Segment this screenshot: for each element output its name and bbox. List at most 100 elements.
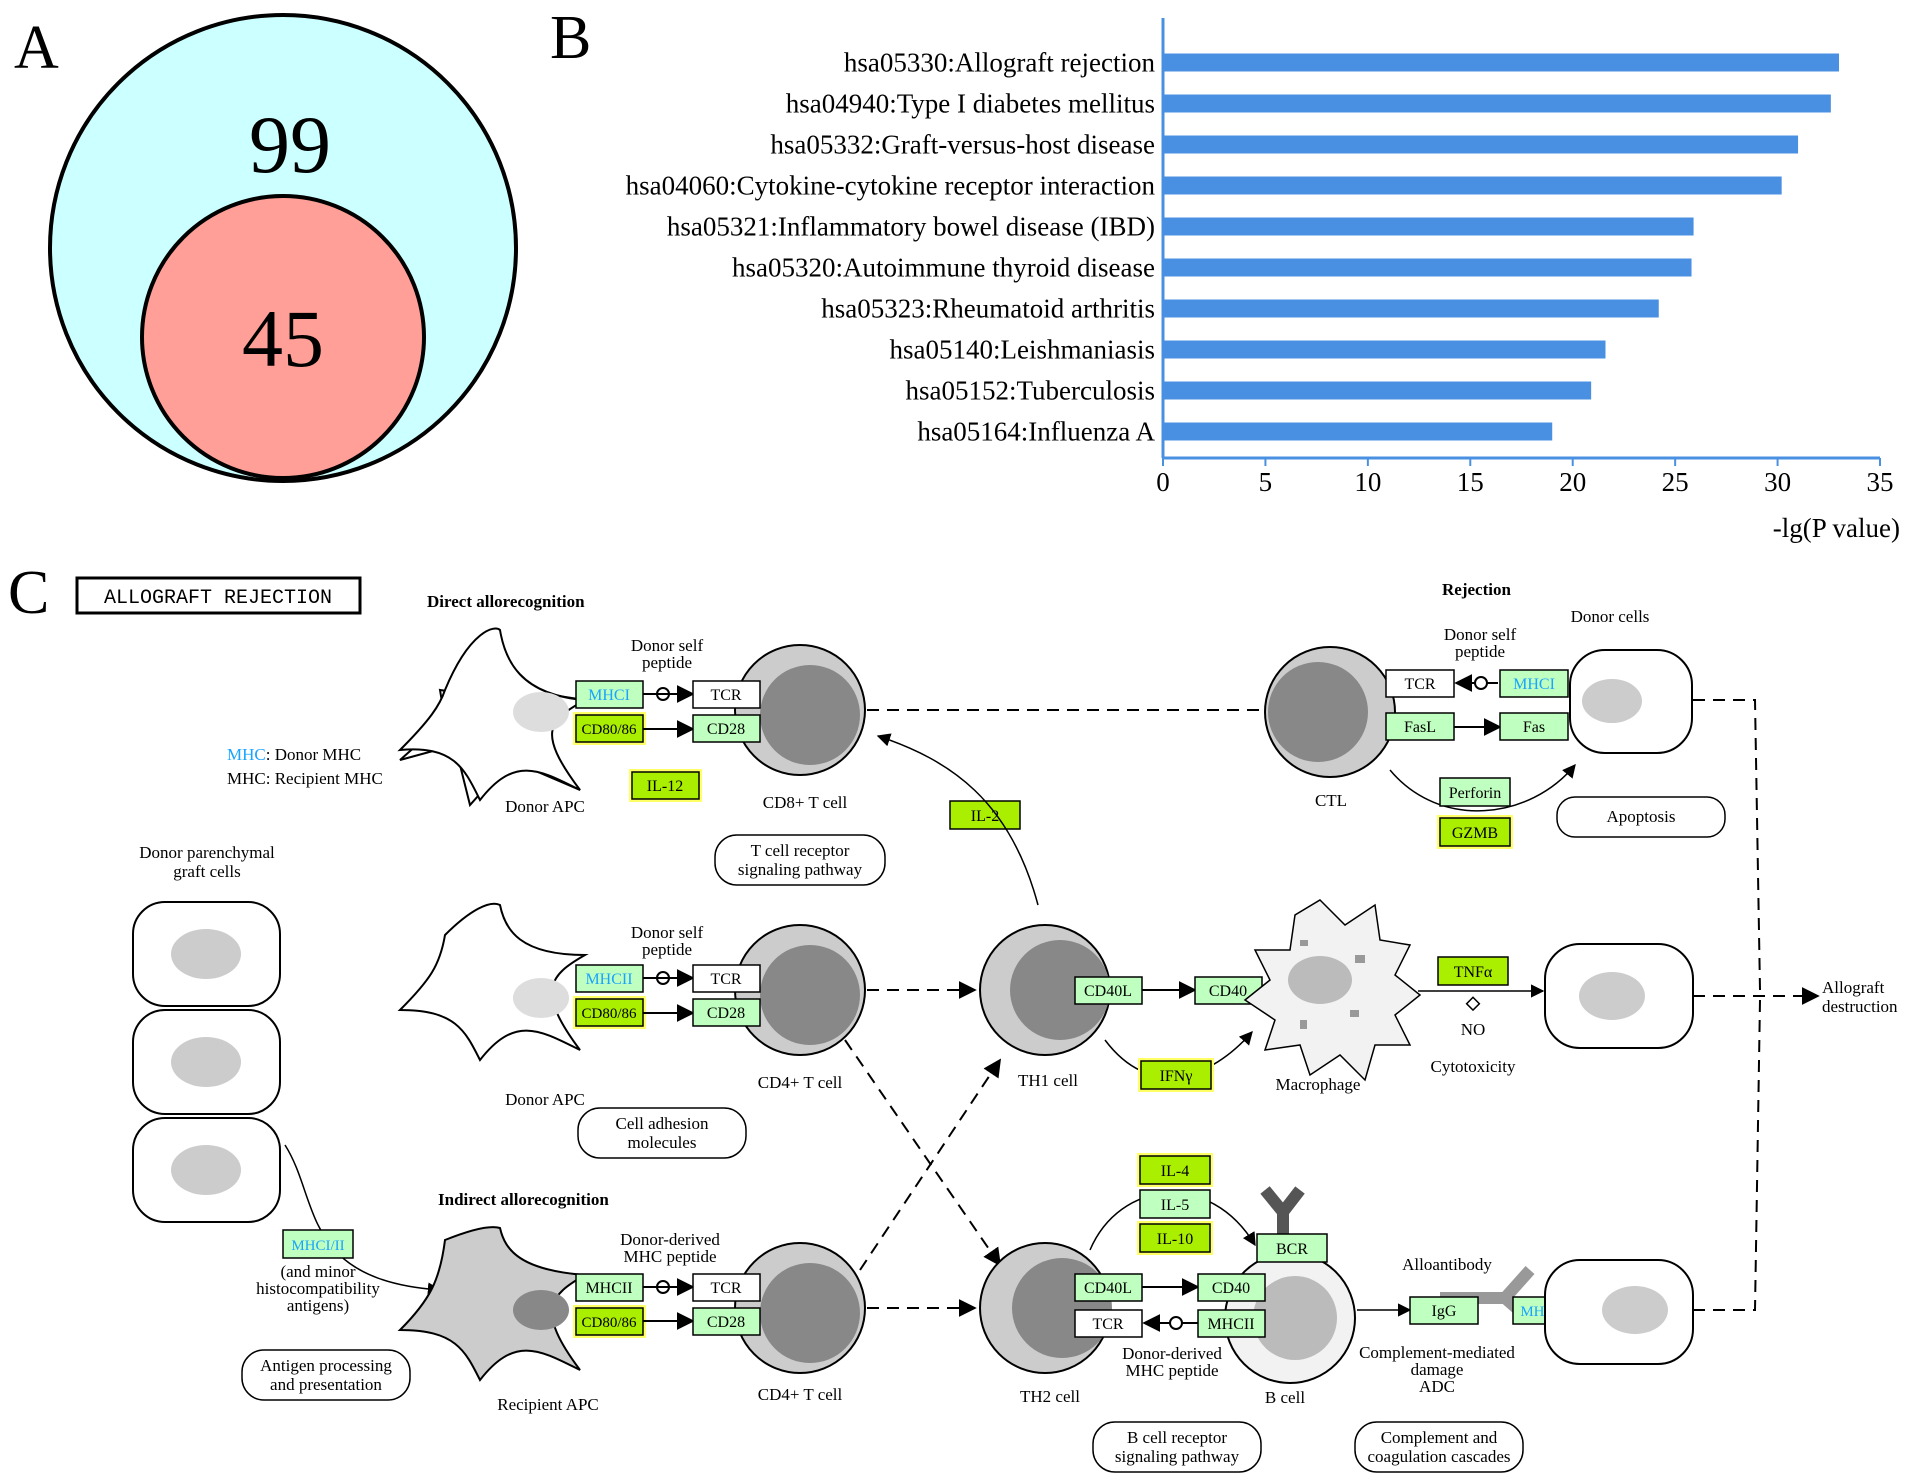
gene-cd80-bot-box (575, 1307, 644, 1336)
pathway-box-complement[interactable] (1354, 1421, 1524, 1473)
pathway-box-bcr-signaling[interactable] (1092, 1421, 1262, 1473)
label-donor-self-peptide-mid-2: peptide (642, 940, 692, 959)
gene-cd80-top: CD80/86 (573, 712, 646, 745)
gene-bcr-label: BCR (1276, 1241, 1308, 1258)
gene-cd40l-th2-label: CD40L (1084, 1280, 1132, 1297)
gene-cd80-top-label: CD80/86 (581, 722, 637, 738)
gene-tcr-top-box (692, 680, 761, 709)
gene-bcr: BCR (1256, 1233, 1328, 1263)
gene-fasl-label: FasL (1404, 719, 1436, 736)
gene-tnfa: TNFα (1437, 956, 1509, 986)
pathway-box-cell-adhesion-1: Cell adhesion (615, 1114, 709, 1133)
x-tick-label-0: 0 (1156, 467, 1170, 497)
gene-il4: IL-4 (1137, 1153, 1213, 1187)
label-th1-cell: TH1 cell (1018, 1071, 1078, 1090)
label-cytotoxicity: Cytotoxicity (1431, 1057, 1517, 1076)
gene-cd40-b: CD40 (1197, 1273, 1266, 1302)
pathway-box-apoptosis[interactable] (1556, 796, 1726, 838)
gene-tnfa-label: TNFα (1454, 964, 1493, 981)
bar-3 (1163, 176, 1782, 195)
gene-il10-label: IL-10 (1157, 1231, 1193, 1248)
gene-igg-box (1409, 1296, 1479, 1325)
donor-cell-mid-nucleus (1579, 972, 1645, 1020)
label-recipient-apc: Recipient APC (497, 1395, 599, 1414)
link-th1-cd8 (876, 733, 1039, 906)
x-tick-label-2: 10 (1354, 467, 1381, 497)
gene-mhcii-bot: MHCII (575, 1273, 644, 1302)
label-complement-2: damage (1411, 1360, 1464, 1379)
bar-6 (1163, 299, 1659, 318)
gene-cd28-mid: CD28 (692, 998, 761, 1027)
ctl-nucleus (1268, 662, 1368, 762)
th2-cell-nucleus (1012, 1258, 1112, 1358)
pathway-box-tcr-signaling-1: T cell receptor (751, 841, 850, 860)
gene-cd80-bot: CD80/86 (573, 1305, 646, 1338)
gene-ifng-label: IFNγ (1160, 1068, 1193, 1085)
category-label-8: hsa05152:Tuberculosis (905, 376, 1155, 406)
gene-tcr-top: TCR (692, 680, 761, 709)
no-marker (1465, 996, 1481, 1012)
gene-il5: IL-5 (1139, 1189, 1211, 1219)
gene-il5-label: IL-5 (1161, 1197, 1189, 1214)
gene-cd40-mac-label: CD40 (1209, 983, 1247, 1000)
gene-perforin-label: Perforin (1449, 785, 1501, 802)
header-rejection: Rejection (1442, 580, 1511, 599)
category-label-2: hsa05332:Graft-versus-host disease (770, 130, 1155, 160)
gene-mhci-ii-minor-label: MHCI/II (291, 1238, 344, 1254)
donor-apc-top-outline (397, 627, 589, 802)
pathway-box-cell-adhesion[interactable] (577, 1107, 747, 1159)
category-label-0: hsa05330:Allograft rejection (844, 48, 1156, 78)
donor-cell-ctl-nucleus (1582, 679, 1642, 723)
gene-mhcii-b-box (1197, 1309, 1266, 1338)
gene-fasl: FasL (1385, 712, 1455, 741)
gene-mhcii-b-label: MHCII (1207, 1316, 1254, 1333)
label-donor-derived-th2-1: Donor-derived (1122, 1344, 1222, 1363)
macrophage-granule-3 (1350, 1010, 1359, 1017)
label-donor-self-peptide-ctl-1: Donor self (1444, 625, 1517, 644)
parenchymal-nucleus-2 (171, 1037, 241, 1087)
legend-donor-text: : Donor MHC (266, 745, 361, 764)
label-donor-derived-th2-2: MHC peptide (1125, 1361, 1218, 1380)
label-adc: ADC (1419, 1377, 1455, 1396)
gene-perforin-box (1439, 777, 1511, 807)
pathway-box-tcr-signaling-2: signaling pathway (738, 860, 863, 879)
gene-bcr-box (1256, 1233, 1328, 1263)
label-minor-3: antigens) (287, 1296, 349, 1315)
th1-cell-nucleus (1010, 940, 1110, 1040)
gene-mhci-ii-minor: MHCI/II (282, 1229, 354, 1259)
legend-donor-key: MHC (227, 745, 266, 764)
gene-igg: IgG (1409, 1296, 1479, 1325)
label-donor-self-peptide-mid-1: Donor self (631, 923, 704, 942)
gene-cd40-b-label: CD40 (1212, 1280, 1250, 1297)
macrophage-granule-1 (1355, 955, 1365, 963)
gene-il10-box (1139, 1223, 1211, 1253)
gene-mhci-ctl-label: MHCI (1513, 676, 1555, 693)
gene-cd40l-th1-label: CD40L (1084, 983, 1132, 1000)
pathway-box-bcr-signaling-2: signaling pathway (1115, 1447, 1240, 1466)
gene-il5-box (1139, 1189, 1211, 1219)
pathway-box-tcr-signaling[interactable] (714, 834, 886, 886)
gene-tcr-ctl-label: TCR (1404, 676, 1435, 693)
pathway-box-antigen-processing[interactable] (241, 1349, 411, 1401)
gene-il12-label: IL-12 (647, 778, 683, 795)
label-donor-derived-bot-1: Donor-derived (620, 1230, 720, 1249)
gene-mhci-ii-minor-box (282, 1229, 354, 1259)
x-tick-label-4: 20 (1559, 467, 1586, 497)
category-label-7: hsa05140:Leishmaniasis (890, 335, 1155, 365)
category-label-9: hsa05164:Influenza A (917, 417, 1155, 447)
donor-apc-top-nucleus (513, 692, 569, 732)
panel-a: A 99 45 (14, 13, 518, 483)
gene-cd28-top-box (692, 714, 761, 743)
bar-1 (1163, 94, 1831, 113)
gene-mhcii-mid: MHCII (575, 964, 644, 993)
label-donor-self-peptide-ctl-2: peptide (1455, 642, 1505, 661)
bar-2 (1163, 135, 1799, 154)
x-tick-label-7: 35 (1867, 467, 1894, 497)
label-minor-2: histocompatibility (256, 1279, 380, 1298)
link-cd4-th2 (844, 1039, 1002, 1267)
label-allograft-2: destruction (1822, 997, 1898, 1016)
header-direct: Direct allorecognition (427, 592, 585, 611)
bar-7 (1163, 340, 1606, 359)
label-minor-1: (and minor (280, 1262, 355, 1281)
gene-fas: Fas (1499, 712, 1569, 741)
